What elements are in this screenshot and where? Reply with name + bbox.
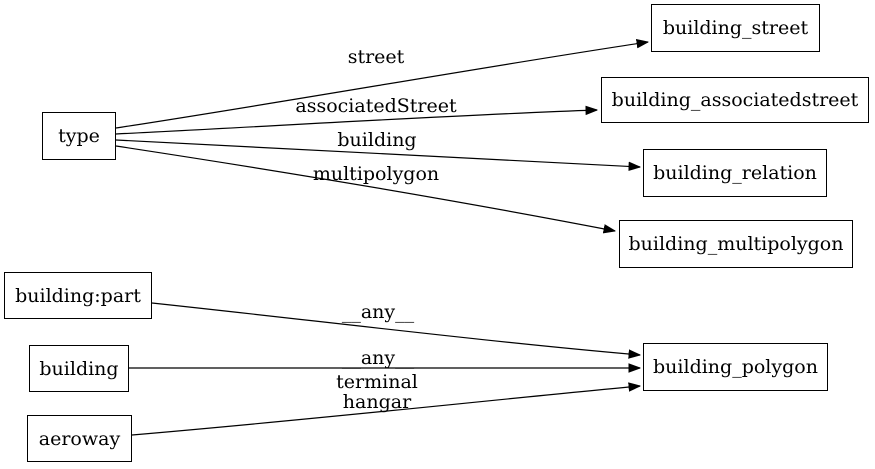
node-building-multipolygon: building_multipolygon bbox=[619, 220, 853, 268]
node-building-relation: building_relation bbox=[643, 149, 827, 197]
edge-label-any-buildingpart: __any__ bbox=[341, 301, 415, 323]
node-type: type bbox=[42, 112, 116, 160]
node-building: building bbox=[29, 345, 129, 392]
node-aeroway: aeroway bbox=[27, 415, 132, 462]
edge-type-to-building-street bbox=[115, 42, 648, 129]
node-building-associatedstreet: building_associatedstreet bbox=[601, 77, 869, 123]
edge-label-associatedstreet: associatedStreet bbox=[295, 95, 457, 117]
edge-label-terminal-hangar: terminal hangar bbox=[336, 371, 418, 413]
edge-label-any-building: __any__ bbox=[341, 347, 415, 369]
node-building-part: building:part bbox=[4, 272, 152, 319]
node-building-street: building_street bbox=[651, 4, 820, 52]
edge-buildingpart-to-building-polygon bbox=[151, 302, 640, 355]
edge-label-building: building bbox=[337, 129, 417, 151]
edge-label-multipolygon: multipolygon bbox=[312, 163, 440, 185]
edge-type-to-building-multipolygon bbox=[115, 145, 615, 231]
edge-label-street: street bbox=[347, 46, 405, 68]
edge-aeroway-to-building-polygon bbox=[131, 386, 640, 436]
edge-type-to-building-associatedstreet bbox=[115, 110, 597, 135]
edge-type-to-building-relation bbox=[115, 139, 640, 167]
node-building-polygon: building_polygon bbox=[643, 343, 828, 391]
